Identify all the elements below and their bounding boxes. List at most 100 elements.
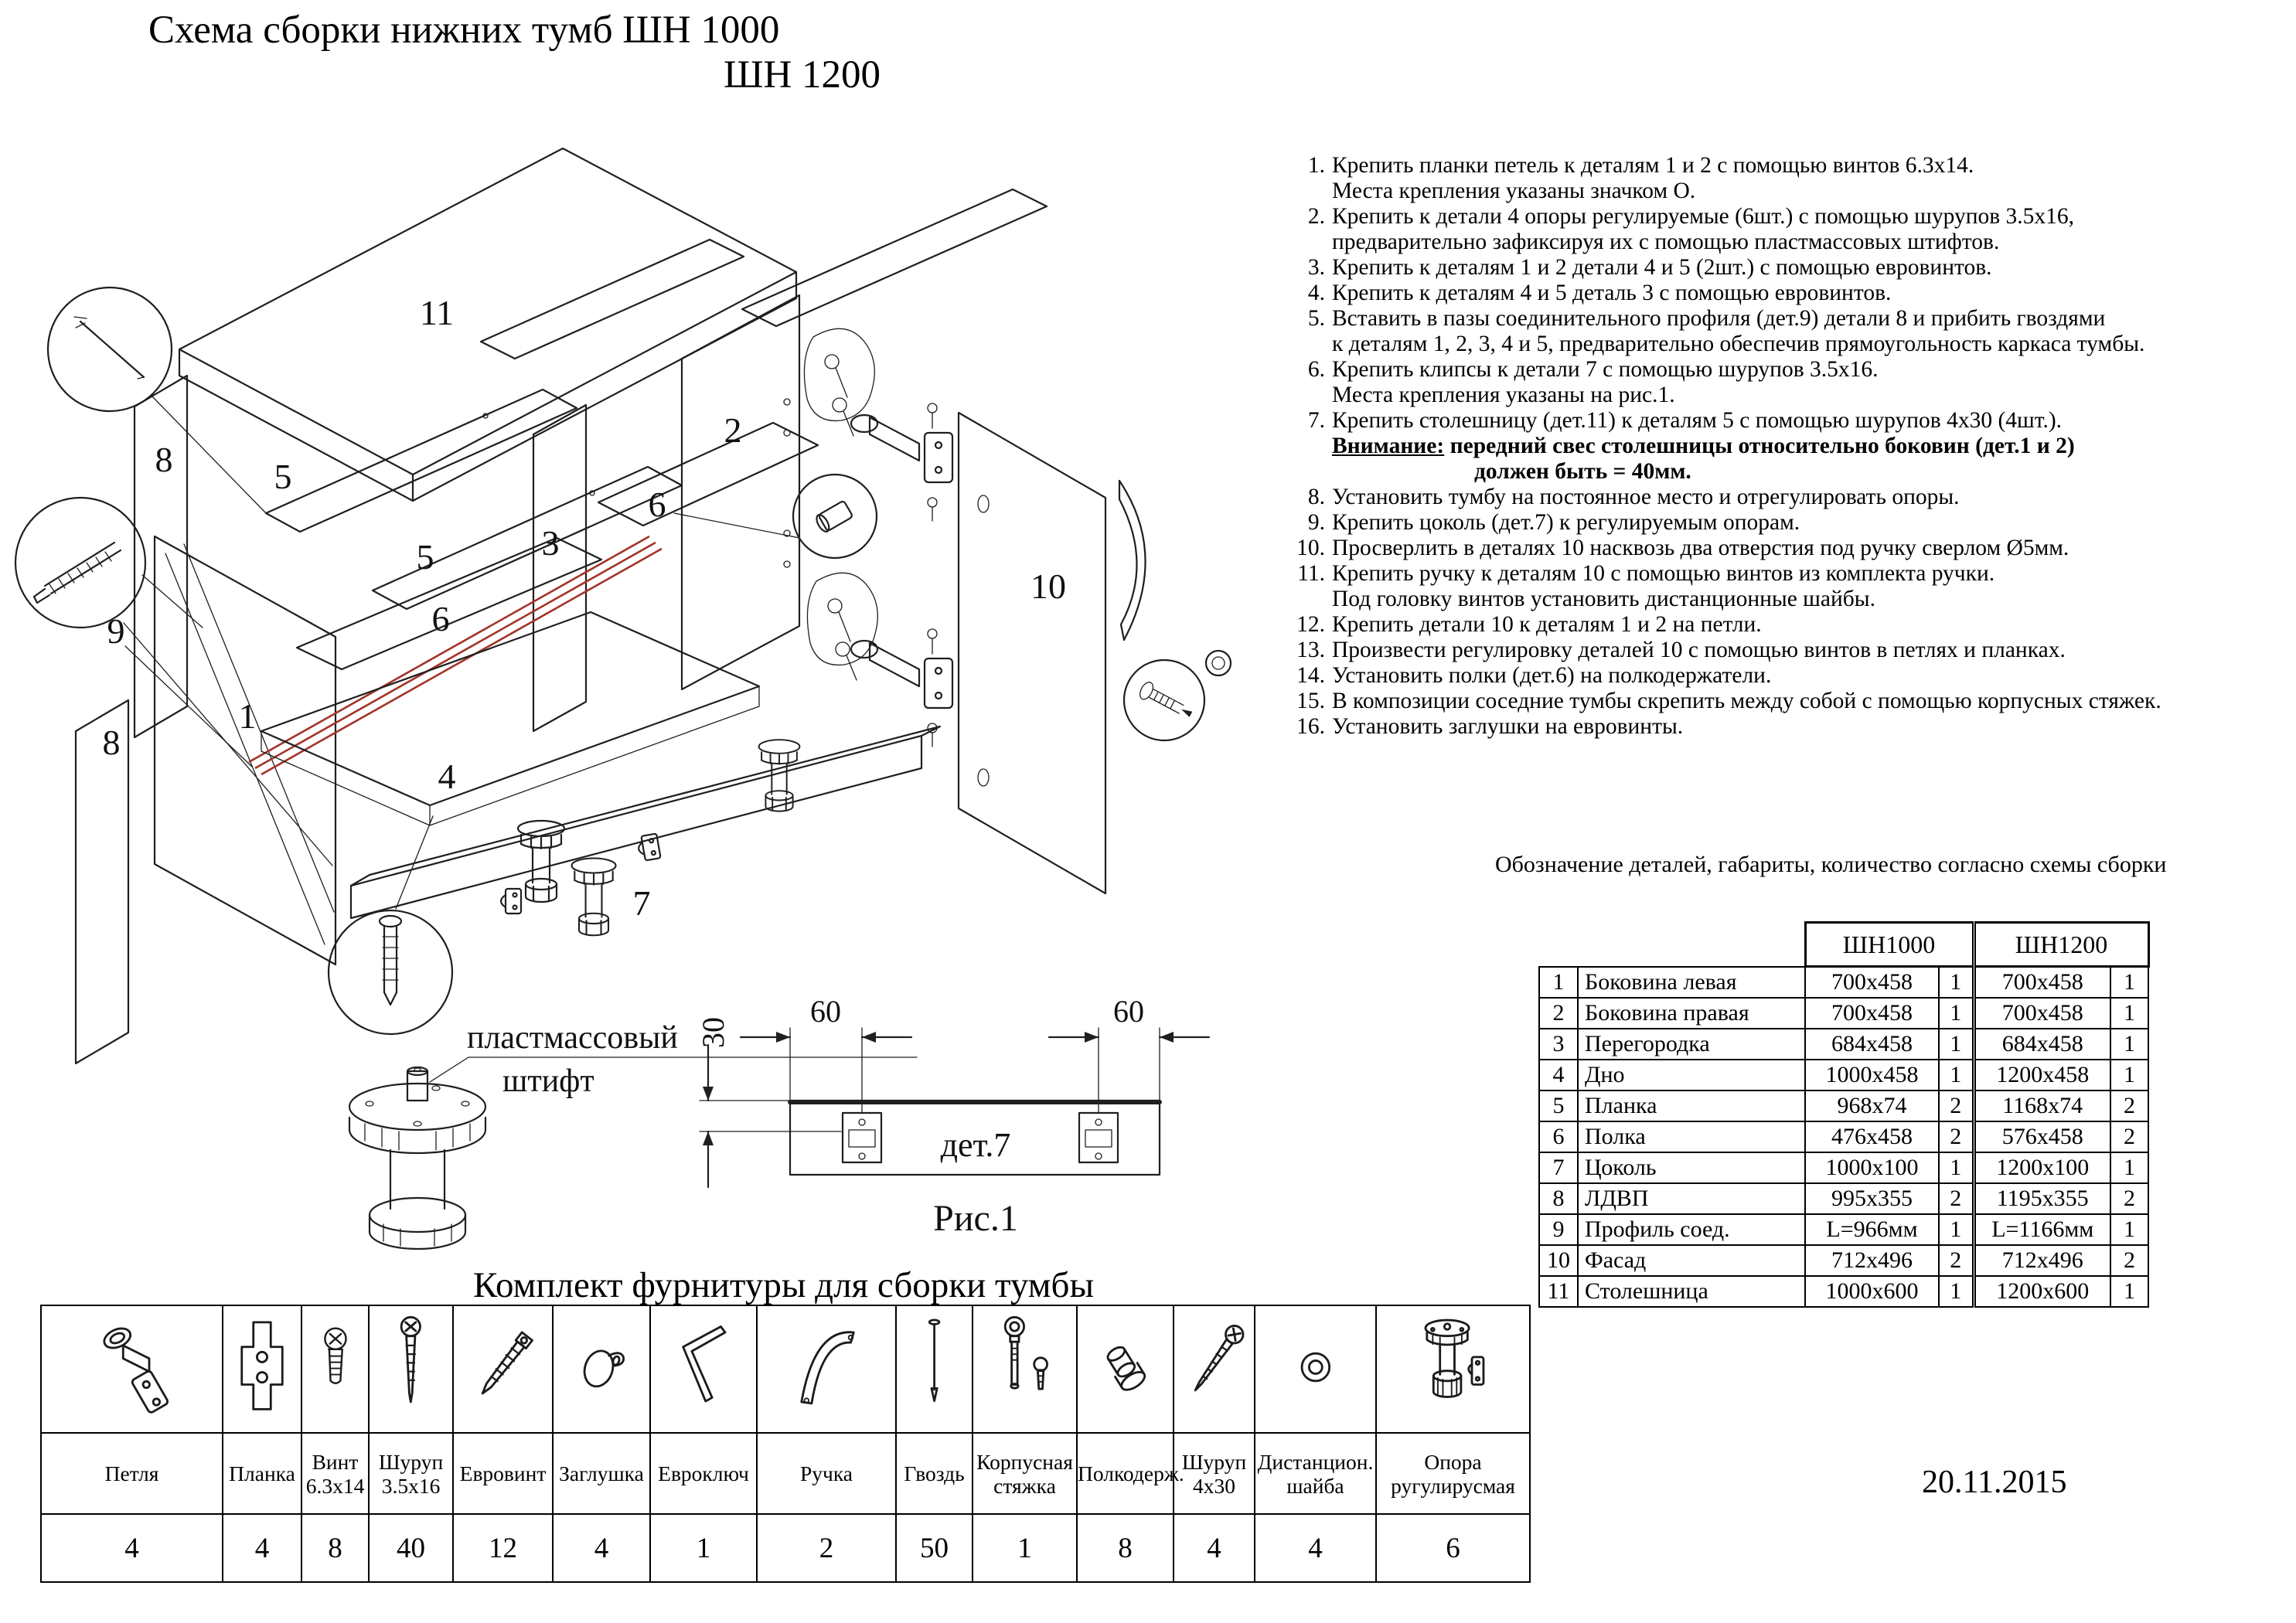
instruction-item: 11.Крепить ручку к деталям 10 с помощью … bbox=[1277, 561, 2296, 612]
instruction-line: Места крепления указаны на рис.1. bbox=[1332, 383, 1675, 407]
instruction-item: 9.Крепить цоколь (дет.7) к регулируемым … bbox=[1277, 510, 2296, 536]
kit-icons-row bbox=[40, 1305, 1531, 1434]
figure-caption: Рис.1 bbox=[933, 1198, 1018, 1239]
part-size-1200: 1200х458 bbox=[1971, 1059, 2111, 1091]
kit-item-qty: 2 bbox=[756, 1513, 897, 1583]
part-number-label: 6 bbox=[432, 599, 450, 638]
shurup-icon bbox=[400, 1315, 422, 1404]
part-qty-1000: 2 bbox=[1938, 1121, 1974, 1153]
instructions-list: 1.Крепить планки петель к деталям 1 и 2 … bbox=[1277, 153, 2296, 740]
instruction-item: 15.В композиции соседние тумбы скрепить … bbox=[1277, 689, 2296, 714]
part-size-1000: 995х355 bbox=[1804, 1182, 1940, 1215]
instruction-item: 4.Крепить к деталям 4 и 5 деталь 3 с пом… bbox=[1277, 281, 2296, 306]
kit-item-name: Полкодерж. bbox=[1076, 1432, 1184, 1515]
instruction-number: 16. bbox=[1296, 714, 1325, 739]
shurup430-icon bbox=[1194, 1325, 1245, 1392]
dim-right: 60 bbox=[1113, 994, 1144, 1029]
kit-item-qty: 6 bbox=[1375, 1513, 1531, 1583]
part-qty-1000: 1 bbox=[1938, 1213, 1974, 1246]
kit-item-icon-cell bbox=[972, 1305, 1078, 1434]
zaglushka-icon bbox=[583, 1349, 625, 1388]
plate-icon bbox=[240, 1321, 284, 1410]
instruction-line: Крепить к деталям 1 и 2 детали 4 и 5 (2ш… bbox=[1332, 255, 1992, 280]
instruction-item: 10.Просверлить в деталях 10 насквозь два… bbox=[1277, 536, 2296, 561]
instruction-line: Под головку винтов установить дистанцион… bbox=[1332, 587, 1875, 611]
instruction-warning-2: должен быть = 40мм. bbox=[1474, 459, 1691, 484]
part-qty-1200: 1 bbox=[2110, 1213, 2149, 1246]
instruction-line: Установить тумбу на постоянное место и о… bbox=[1332, 485, 1960, 509]
part-qty-1000: 1 bbox=[1938, 1028, 1974, 1060]
kit-item-icon-cell bbox=[649, 1305, 758, 1434]
kit-item-icon-cell bbox=[895, 1305, 973, 1434]
kit-item-name: Заглушка bbox=[552, 1432, 651, 1515]
instruction-item: 16. Установить заглушки на евровинты. bbox=[1277, 714, 2296, 740]
instruction-text: Просверлить в деталях 10 насквозь два от… bbox=[1332, 536, 2296, 561]
kit-item-name: Евровинт bbox=[452, 1432, 554, 1515]
part-qty-1000: 2 bbox=[1938, 1244, 1974, 1277]
instruction-text: Произвести регулировку деталей 10 с помо… bbox=[1332, 638, 2296, 663]
instruction-line: к деталям 1, 2, 3, 4 и 5, предварительно… bbox=[1332, 332, 2145, 356]
kit-item-qty: 4 bbox=[222, 1513, 302, 1583]
instruction-number: 2. bbox=[1307, 204, 1325, 229]
kit-item-icon-cell bbox=[452, 1305, 554, 1434]
page-title-line1: Схема сборки нижних тумб ШН 1000 bbox=[148, 9, 780, 52]
part-size-1200: 1200х100 bbox=[1971, 1152, 2111, 1184]
vint-icon bbox=[323, 1327, 347, 1384]
kit-item-name: Дистанцион. шайба bbox=[1254, 1432, 1377, 1515]
part-size-1200: L=1166мм bbox=[1971, 1213, 2111, 1246]
kit-item-icon-cell bbox=[1375, 1305, 1531, 1434]
kit-item-icon-cell bbox=[222, 1305, 302, 1434]
kit-item-name: Евроключ bbox=[649, 1432, 758, 1515]
figure-part-label: дет.7 bbox=[941, 1126, 1011, 1164]
instruction-text: Крепить к деталям 1 и 2 детали 4 и 5 (2ш… bbox=[1332, 255, 2296, 281]
instruction-item: 1.Крепить планки петель к деталям 1 и 2 … bbox=[1277, 153, 2296, 204]
instruction-line: Крепить к деталям 4 и 5 деталь 3 с помощ… bbox=[1332, 281, 1892, 305]
part-num: 10 bbox=[1538, 1244, 1579, 1277]
instruction-text: Крепить столешницу (дет.11) к деталям 5 … bbox=[1332, 408, 2296, 485]
part-num: 11 bbox=[1538, 1275, 1579, 1308]
part-size-1200: 684х458 bbox=[1971, 1028, 2111, 1060]
instruction-line: Крепить цоколь (дет.7) к регулируемым оп… bbox=[1332, 510, 1800, 535]
kit-item-name: Опора ругулирусмая bbox=[1375, 1432, 1531, 1515]
instruction-text: Крепить клипсы к детали 7 с помощью шуру… bbox=[1332, 357, 2296, 408]
kit-item-name: Ручка bbox=[756, 1432, 897, 1515]
kit-item-name: Винт 6.3х14 bbox=[301, 1432, 370, 1515]
instruction-line: Крепить столешницу (дет.11) к деталям 5 … bbox=[1332, 408, 2063, 433]
kit-item-qty: 40 bbox=[368, 1513, 454, 1583]
polkoderzh-icon bbox=[1106, 1346, 1146, 1391]
instruction-warning: Внимание: передний свес столешницы относ… bbox=[1332, 434, 2075, 458]
part-qty-1200: 1 bbox=[2110, 1028, 2149, 1060]
part-qty-1000: 2 bbox=[1938, 1182, 1974, 1215]
parts-header-ШН1200: ШН1200 bbox=[1971, 921, 2150, 968]
part-number-label: 1 bbox=[239, 696, 257, 736]
part-num: 3 bbox=[1538, 1028, 1579, 1060]
kit-item-qty: 4 bbox=[1173, 1513, 1255, 1583]
part-qty-1000: 2 bbox=[1938, 1090, 1974, 1122]
kit-item-name: Петля bbox=[40, 1432, 223, 1515]
part-name: ЛДВП bbox=[1577, 1182, 1806, 1215]
kit-item-qty: 8 bbox=[301, 1513, 370, 1583]
kit-item-qty: 8 bbox=[1076, 1513, 1174, 1583]
part-size-1000: 712х496 bbox=[1804, 1244, 1940, 1277]
instruction-line: Крепить детали 10 к деталям 1 и 2 на пет… bbox=[1332, 612, 1762, 637]
instruction-item: 7.Крепить столешницу (дет.11) к деталям … bbox=[1277, 408, 2296, 485]
part-number-label: 11 bbox=[420, 293, 454, 332]
part-num: 8 bbox=[1538, 1182, 1579, 1215]
part-number-label: 10 bbox=[1030, 567, 1066, 606]
kit-item-qty: 1 bbox=[972, 1513, 1078, 1583]
part-num: 6 bbox=[1538, 1121, 1579, 1153]
instruction-item: 5.Вставить в пазы соединительного профил… bbox=[1277, 306, 2296, 357]
instruction-number: 11. bbox=[1297, 561, 1325, 586]
opora-icon bbox=[1424, 1318, 1485, 1398]
part-number-label: 6 bbox=[649, 485, 666, 524]
instruction-line: Установить заглушки на евровинты. bbox=[1332, 714, 1684, 739]
instruction-text: Крепить к деталям 4 и 5 деталь 3 с помощ… bbox=[1332, 281, 2296, 306]
